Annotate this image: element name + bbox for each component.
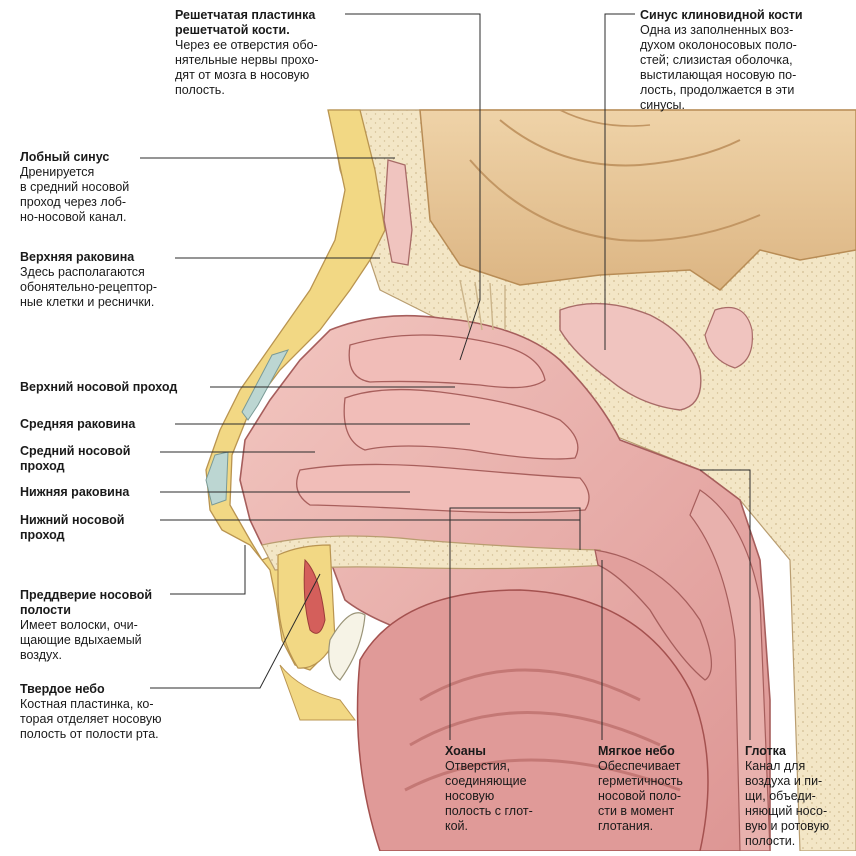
label-hard-palate-title: Твердое небо [20,682,105,696]
label-superior-meatus-title: Верхний носовой проход [20,380,178,394]
label-cribriform-title: Решетчатая пластинка решетчатой кости. [175,8,316,37]
inferior-concha-shape [296,463,590,514]
label-sphenoid-desc: Одна из заполненных воз- духом околоносо… [640,23,797,112]
label-choanae-desc: Отверстия, соединяющие носовую полость с… [445,759,533,833]
label-middle-concha: Средняя раковина [20,417,190,432]
label-superior-meatus: Верхний носовой проход [20,380,220,395]
label-hard-palate: Твердое небо Костная пластинка, ко- тора… [20,682,210,742]
label-frontal-desc: Дренируется в средний носовой проход чер… [20,165,130,224]
label-choanae: Хоаны Отверстия, соединяющие носовую пол… [445,744,565,834]
label-soft-palate-title: Мягкое небо [598,744,675,758]
label-inferior-meatus: Нижний носовой проход [20,513,170,543]
label-inferior-concha: Нижняя раковина [20,485,170,500]
label-sphenoid-sinus: Синус клиновидной кости Одна из заполнен… [640,8,840,113]
label-cribriform-plate: Решетчатая пластинка решетчатой кости. Ч… [175,8,345,98]
label-sphenoid-title: Синус клиновидной кости [640,8,803,22]
label-frontal-title: Лобный синус [20,150,110,164]
label-inferior-concha-title: Нижняя раковина [20,485,130,499]
label-middle-meatus: Средний носовой проход [20,444,170,474]
superior-concha-shape [348,334,546,389]
leader-lines [140,13,751,740]
label-vestibule-title: Преддверие носовой полости [20,588,153,617]
label-superior-concha-desc: Здесь располагаются обонятельно-рецептор… [20,265,157,309]
label-middle-meatus-title: Средний носовой проход [20,444,131,473]
brain-region [419,109,856,291]
label-soft-palate-desc: Обеспечивает герметичность носовой поло-… [598,759,683,833]
tongue-shape [356,589,709,852]
label-hard-palate-desc: Костная пластинка, ко- торая отделяет но… [20,697,162,741]
frontal-sinus-shape [383,159,413,266]
label-pharynx-title: Глотка [745,744,786,758]
sphenoid-sinus-shape [559,302,702,411]
label-pharynx: Глотка Канал для воздуха и пи- щи, объед… [745,744,850,849]
label-cribriform-desc: Через ее отверстия обо- нятельные нервы … [175,38,319,97]
label-pharynx-desc: Канал для воздуха и пи- щи, объеди- няющ… [745,759,830,848]
soft-palate-shape [594,549,713,681]
label-soft-palate: Мягкое небо Обеспечивает герметичность н… [598,744,728,834]
tooth [328,612,366,681]
label-nasal-vestibule: Преддверие носовой полости Имеет волоски… [20,588,180,663]
label-inferior-meatus-title: Нижний носовой проход [20,513,125,542]
label-superior-concha-title: Верхняя раковина [20,250,135,264]
label-middle-concha-title: Средняя раковина [20,417,136,431]
label-frontal-sinus: Лобный синус Дренируется в средний носов… [20,150,170,225]
label-superior-concha: Верхняя раковина Здесь располагаются обо… [20,250,200,310]
label-choanae-title: Хоаны [445,744,486,758]
label-vestibule-desc: Имеет волоски, очи- щающие вдыхаемый воз… [20,618,142,662]
